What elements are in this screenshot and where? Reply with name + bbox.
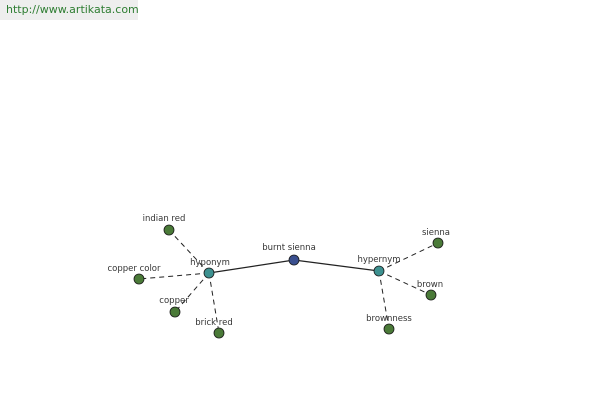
edge-hypernym-to-brown: [378, 270, 432, 296]
edge-center-to-hypernym: [293, 259, 380, 272]
node-indian-red[interactable]: [163, 224, 175, 236]
node-hypernym[interactable]: [373, 265, 385, 277]
nodes-layer: [133, 224, 444, 339]
edge-center-to-hyponym: [208, 259, 295, 274]
edges-layer: [138, 229, 439, 334]
label-sienna: sienna: [422, 228, 450, 238]
label-copper-color: copper color: [107, 264, 161, 274]
node-brick-red[interactable]: [213, 327, 225, 339]
edge-hypernym-to-brownness: [378, 270, 390, 330]
labels-layer: indian red copper color copper brick red hyp…: [107, 214, 450, 328]
label-indian-red: indian red: [143, 214, 186, 224]
label-brown: brown: [417, 280, 443, 290]
edge-hypernym-to-sienna: [378, 242, 439, 272]
label-brick-red: brick red: [195, 318, 232, 328]
node-copper[interactable]: [169, 306, 181, 318]
node-brown[interactable]: [425, 289, 437, 301]
node-sienna[interactable]: [432, 237, 444, 249]
url-bar: http://www.artikata.com: [0, 0, 139, 20]
node-center-term[interactable]: [288, 254, 300, 266]
site-url-link[interactable]: http://www.artikata.com: [6, 3, 139, 16]
edge-hyponym-to-brick-red: [208, 272, 220, 334]
label-center-term: burnt sienna: [262, 243, 316, 253]
label-brownness: brownness: [366, 314, 412, 324]
edge-hyponym-to-copper: [174, 272, 210, 313]
edge-hyponym-to-copper-color: [138, 272, 210, 280]
label-hypernym: hypernym: [357, 255, 400, 265]
node-copper-color[interactable]: [133, 273, 145, 285]
label-copper: copper: [159, 296, 189, 306]
edge-hyponym-to-indian-red: [168, 229, 210, 274]
label-hyponym: hyponym: [190, 258, 230, 268]
node-brownness[interactable]: [383, 323, 395, 335]
node-hyponym[interactable]: [203, 267, 215, 279]
